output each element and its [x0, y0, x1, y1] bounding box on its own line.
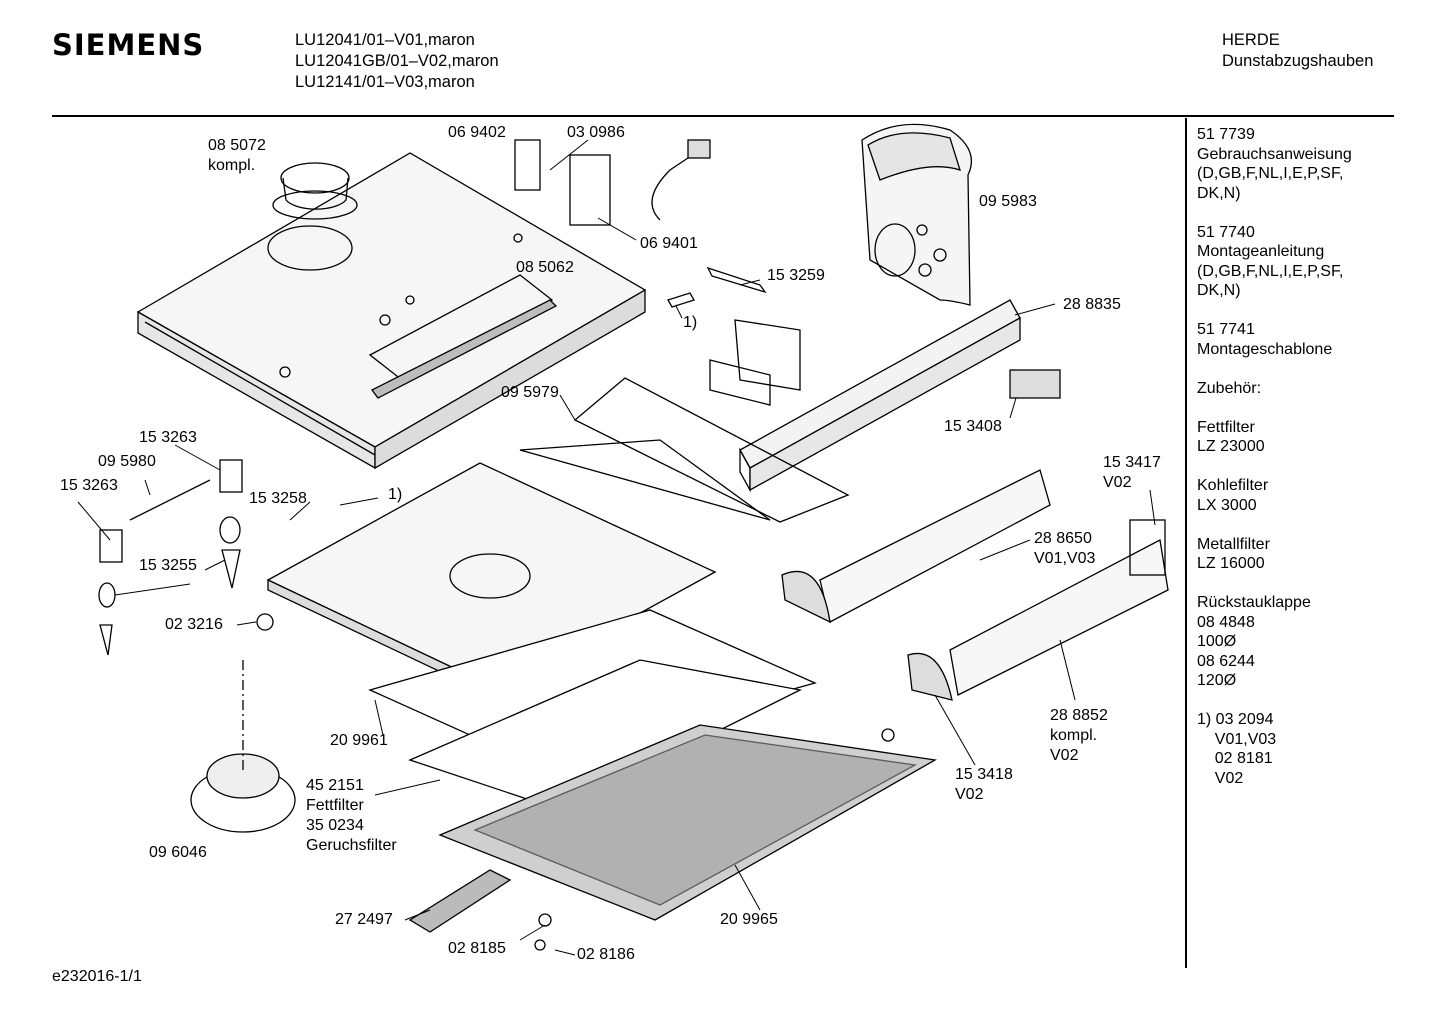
part-variant: V02 [1050, 747, 1079, 764]
accessory-carbon-filter: Kohlefilter LX 3000 [1197, 477, 1269, 514]
part-label-096046: 09 6046 [149, 844, 207, 861]
part-number: 15 3417 [1103, 454, 1161, 471]
part-label-085062: 08 5062 [516, 259, 574, 276]
part-label-028185: 02 8185 [448, 940, 506, 957]
part-variant: V02 [1103, 474, 1132, 491]
model-list: LU12041/01–V01,maron LU12041GB/01–V02,ma… [295, 30, 499, 93]
bracket [706, 266, 767, 294]
handle-strip [408, 869, 512, 933]
mesh-filter [438, 724, 937, 921]
part-label-095980: 09 5980 [98, 453, 156, 470]
part-label-288650: 28 8650 V01,V03 [1034, 529, 1095, 569]
model-line: LU12041/01–V01,maron [295, 31, 475, 49]
frame-top [519, 377, 850, 523]
part-label-153417: 15 3417 V02 [1103, 453, 1161, 493]
part-number: 35 0234 [306, 817, 364, 834]
terminal-block [569, 154, 611, 226]
part-number: 28 8650 [1034, 530, 1092, 547]
power-plug [651, 139, 711, 221]
motor-bracket [709, 319, 801, 406]
doc-entry-template: 51 7741 Montageschablone [1197, 321, 1333, 358]
brand-logo: SIEMENS [52, 28, 205, 62]
part-label-153255: 15 3255 [139, 557, 197, 574]
part-label-153258: 15 3258 [249, 490, 307, 507]
lamp-parts [98, 459, 274, 656]
part-variant: V01,V03 [1034, 550, 1096, 567]
category-line: HERDE [1222, 31, 1280, 49]
part-label-288835: 28 8835 [1063, 296, 1121, 313]
control-panel [861, 123, 973, 306]
part-note: kompl. [208, 157, 256, 174]
part-label-069402: 06 9402 [448, 124, 506, 141]
part-label-023216: 02 3216 [165, 616, 223, 633]
part-label-069401: 06 9401 [640, 235, 698, 252]
part-label-153263: 15 3263 [139, 429, 197, 446]
accessory-grease-filter: Fettfilter LZ 23000 [1197, 418, 1265, 456]
fan-motor [190, 660, 296, 833]
part-label-209965: 20 9965 [720, 911, 778, 928]
category-line: Dunstabzugshauben [1222, 52, 1374, 70]
part-label-095979: 09 5979 [501, 384, 559, 401]
part-note: Fettfilter [306, 797, 364, 814]
part-label-452151: 45 2151 Fettfilter 35 0234 Geruchsfilter [306, 776, 397, 856]
part-label-028186: 02 8186 [577, 946, 635, 963]
exploded-view-drawing [77, 123, 1169, 956]
accessory-metal-filter: Metallfilter LZ 16000 [1197, 535, 1270, 573]
accessory-backflow-flap: Rückstauklappe 08 4848 100Ø 08 6244 120Ø [1197, 594, 1311, 689]
filter-frame [368, 609, 817, 811]
terminal-plate [514, 139, 541, 191]
accessories-heading: Zubehör: [1197, 379, 1262, 397]
accessory-sidebar: 51 7739 Gebrauchsanweisung (D,GB,F,NL,I,… [1197, 125, 1352, 808]
doc-entry-manual: 51 7739 Gebrauchsanweisung (D,GB,F,NL,I,… [1197, 126, 1352, 202]
part-label-153263: 15 3263 [60, 477, 118, 494]
model-line: LU12141/01–V03,maron [295, 73, 475, 91]
footnote-entry: 1) 03 2094 V01,V03 02 8181 V02 [1197, 711, 1277, 787]
part-variant: V02 [955, 786, 984, 803]
clip [667, 292, 695, 308]
part-label-030986: 03 0986 [567, 124, 625, 141]
header-divider [52, 115, 1394, 117]
part-label-153408: 15 3408 [944, 418, 1002, 435]
footnote-marker: 1) [683, 314, 698, 331]
part-number: 28 8852 [1050, 707, 1108, 724]
leader-lines [77, 139, 1156, 956]
doc-entry-installation: 51 7740 Montageanleitung (D,GB,F,NL,I,E,… [1197, 223, 1344, 300]
hood-body [136, 152, 647, 470]
drawing-id: e232016-1/1 [52, 968, 142, 985]
glass-panel-upper [781, 469, 1051, 624]
part-label-272497: 27 2497 [335, 911, 393, 928]
part-label-085072: 08 5072 kompl. [208, 136, 266, 176]
duct-connector [272, 162, 358, 220]
wing-screws [534, 728, 895, 951]
sidebar-divider [1185, 118, 1187, 968]
part-label-209961: 20 9961 [330, 732, 388, 749]
category-block: HERDE Dunstabzugshauben [1222, 30, 1373, 72]
part-number: 08 5072 [208, 137, 266, 154]
part-label-095983: 09 5983 [979, 193, 1037, 210]
part-note: kompl. [1050, 727, 1098, 744]
part-number: 45 2151 [306, 777, 364, 794]
part-number: 15 3418 [955, 766, 1013, 783]
footnote-marker: 1) [388, 486, 403, 503]
part-label-153259: 15 3259 [767, 267, 825, 284]
part-label-153418: 15 3418 V02 [955, 765, 1013, 805]
glass-panel-lower [907, 519, 1169, 701]
part-label-288852: 28 8852 kompl. V02 [1050, 706, 1108, 766]
switch-block [1009, 369, 1061, 399]
part-note: Geruchsfilter [306, 837, 397, 854]
model-line: LU12041GB/01–V02,maron [295, 52, 499, 70]
front-rail [739, 299, 1021, 493]
